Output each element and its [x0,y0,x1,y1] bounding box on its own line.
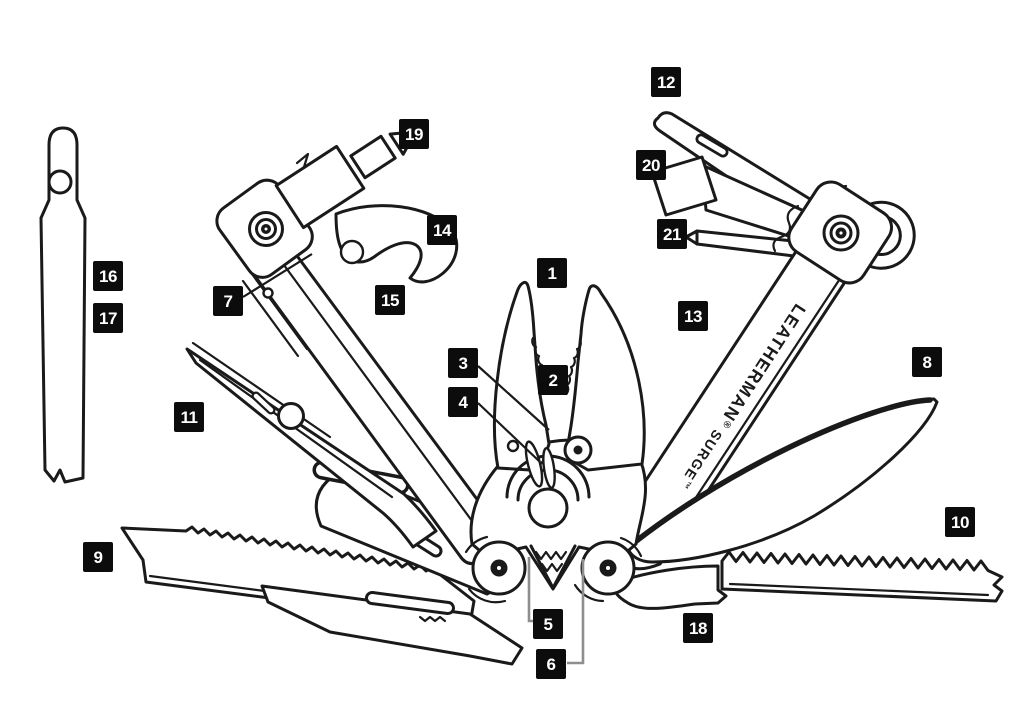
leader-line-4 [477,402,540,462]
bit-holder [274,144,366,230]
bit-driver-head [215,130,416,279]
callout-badge-10: 10 [945,507,975,537]
needlenose-jaw-right [566,284,646,472]
scissors-slot-inner [253,393,274,413]
knife-blade [626,397,939,564]
blade-exchanger [612,564,728,610]
wire-stripper-blade-edge [241,279,300,358]
scissors-finger-hole [277,402,305,430]
callout-badge-4: 4 [448,387,478,417]
needlenose-jaw-left [493,280,551,472]
left-handle-bottom-slot-inner [368,594,452,612]
small-screwdriver-tip [684,229,699,246]
callout-badge-1: 1 [537,258,567,288]
wire-stripper-hole [262,287,274,299]
callout-badge-2: 2 [538,365,568,395]
file-blade-outline [39,126,87,484]
callout-badge-8: 8 [912,347,942,377]
callout-badge-19: 19 [399,119,429,149]
callout-badge-5: 5 [533,609,563,639]
file-blade-hole [47,169,73,195]
bottle-opener-notch [339,239,365,265]
driver-arm-inner-line [279,259,488,542]
callout-badge-9: 9 [83,542,113,572]
callout-badge-20: 20 [636,150,666,180]
knife-spine [627,397,933,549]
driver-arm-step-notch [295,152,310,169]
left-handle-grip-bumps [418,615,447,623]
callout-badge-14: 14 [427,215,457,245]
scissors-second-blade [191,341,332,439]
leader-line-6 [567,559,585,665]
file-blade [39,126,87,484]
callout-badge-12: 12 [651,67,681,97]
right-handle: LEATHERMAN®SURGE™ [610,216,867,571]
awl-thread-loop-inner [698,136,726,155]
scissors [185,341,438,549]
saw-inner-line [728,582,990,597]
head-small-hole [506,439,520,453]
callout-badge-7: 7 [213,286,243,316]
callout-badge-15: 15 [375,285,405,315]
pivot-right [573,536,643,603]
leader-line-3 [477,365,550,431]
callout-badge-17: 17 [93,303,123,333]
pivot-left [464,535,527,604]
leader-line-7 [242,253,313,298]
callout-badge-21: 21 [657,219,687,249]
brand-trademark: ™ [679,478,693,492]
callout-badge-13: 13 [678,301,708,331]
large-screwdriver-tip [650,155,718,217]
callout-badge-3: 3 [448,348,478,378]
callout-badge-16: 16 [93,261,123,291]
right-tool-head [787,180,893,285]
leader-lines-layer [242,253,585,665]
saw-blade [720,550,1004,603]
callout-badge-6: 6 [536,649,566,679]
crimper-zone [529,544,577,590]
callout-badge-18: 18 [683,613,713,643]
bit-shaft [349,134,397,180]
pliers-head [469,280,648,591]
head-center-hole [527,487,569,529]
hard-wire-cutter-insert [542,446,556,490]
callout-badge-11: 11 [174,402,204,432]
left-handle-bottom-strip [260,584,524,666]
